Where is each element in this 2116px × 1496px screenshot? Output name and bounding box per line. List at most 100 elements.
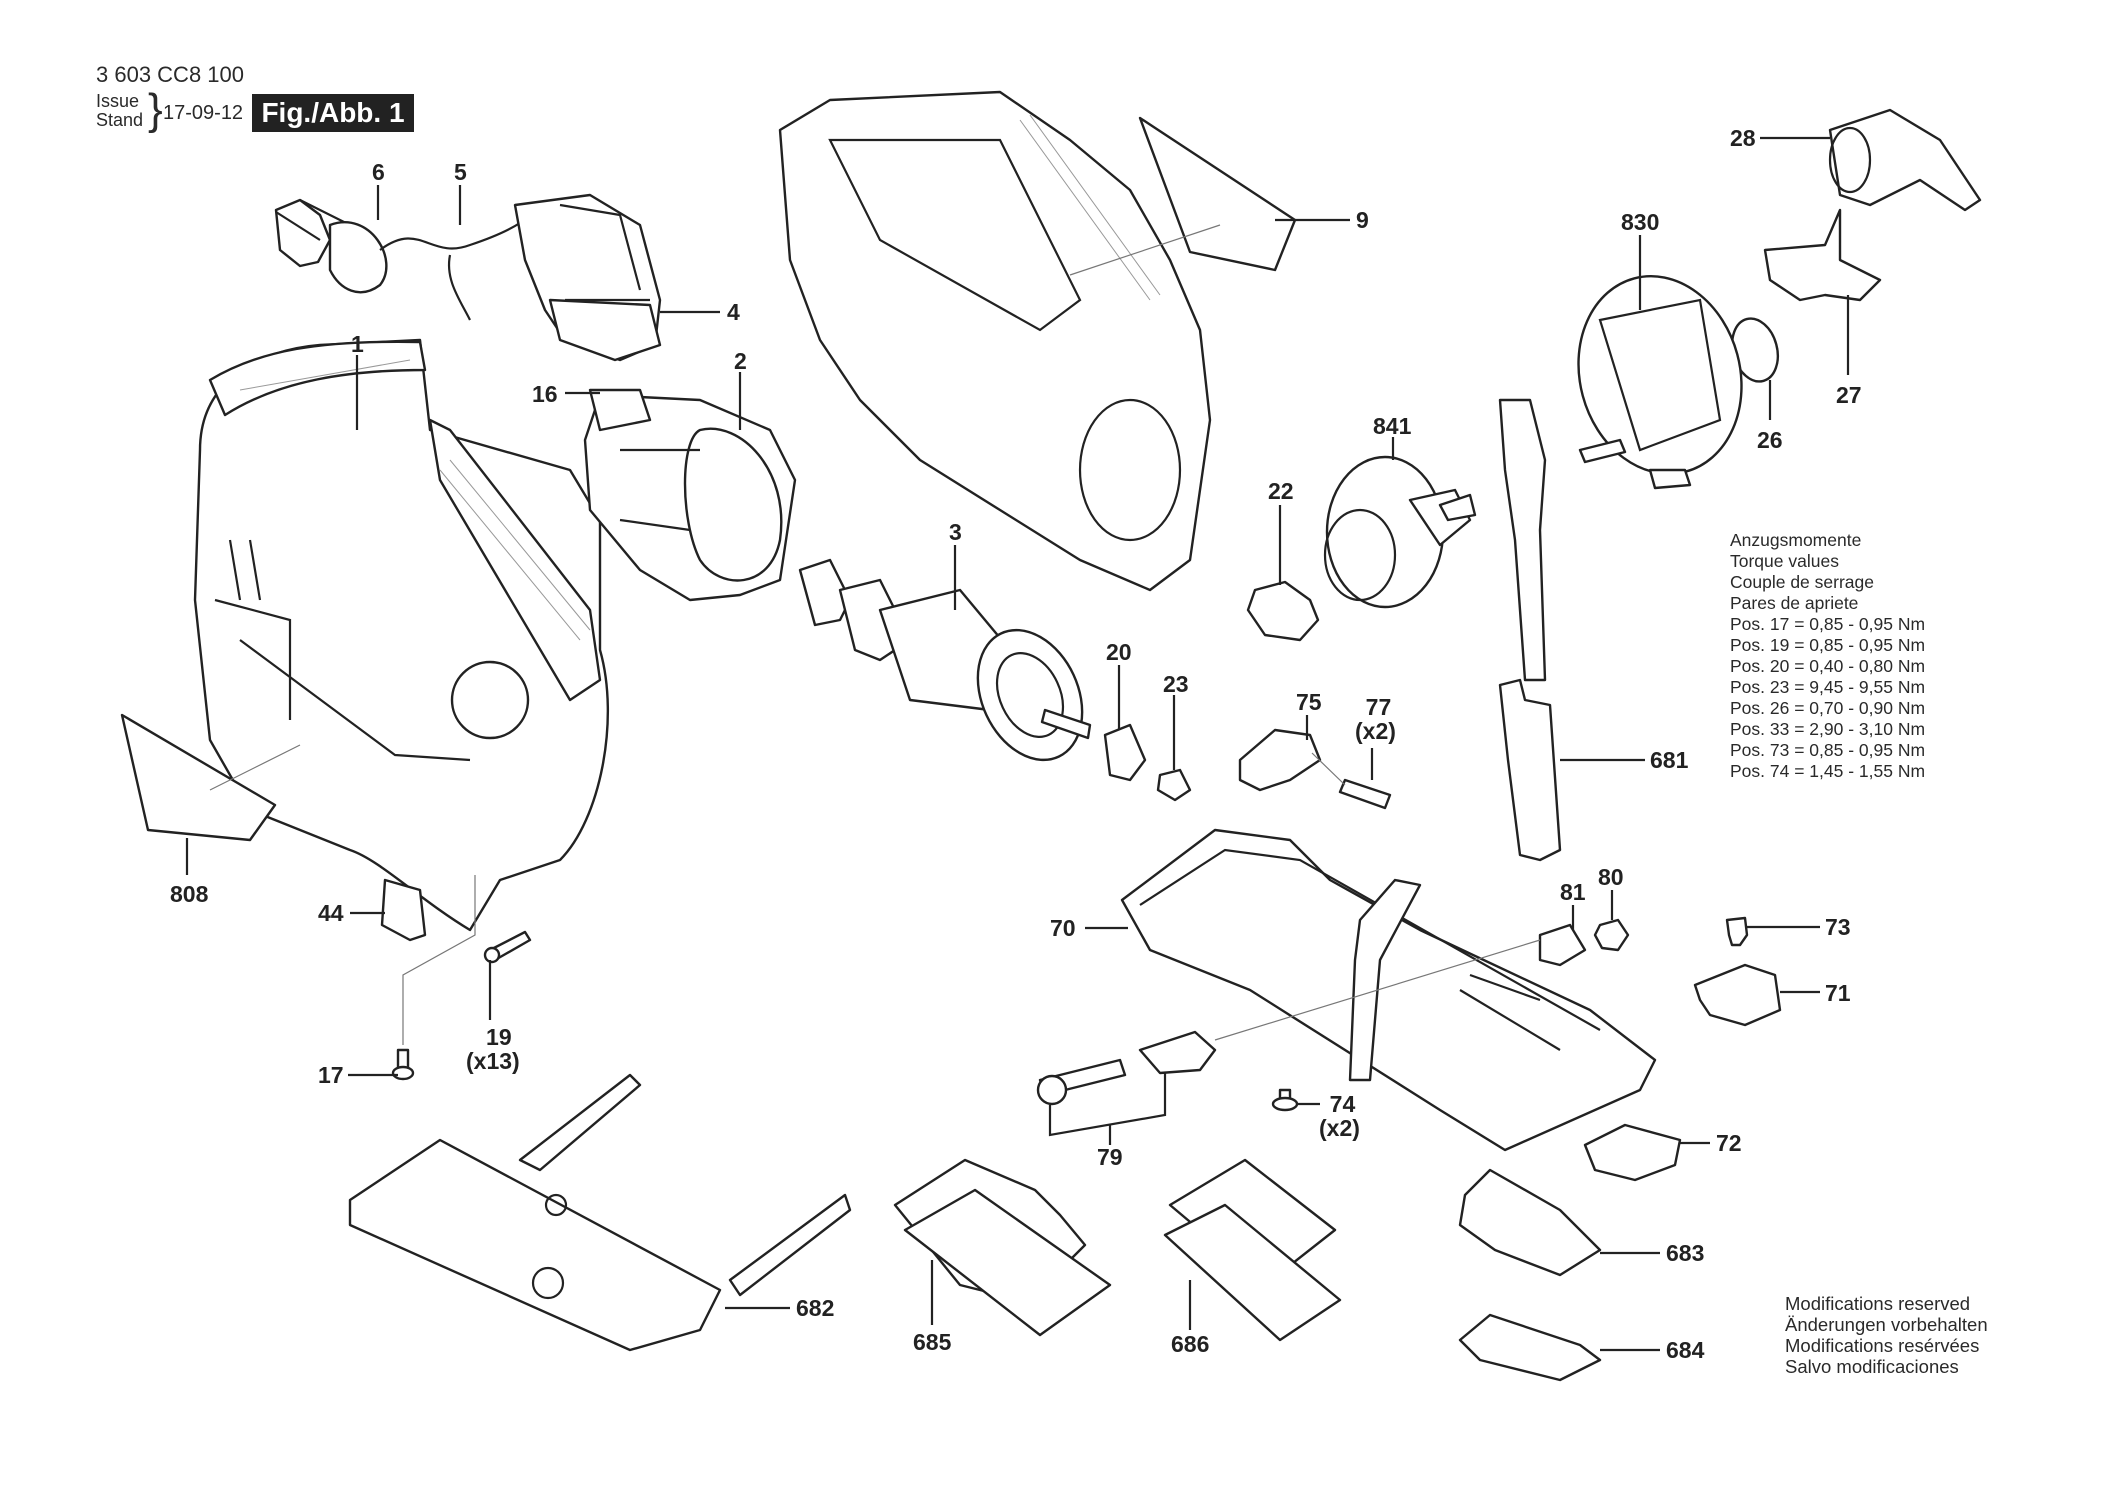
part-71-clamp[interactable] xyxy=(1693,963,1782,1027)
part-830-gear-housing[interactable] xyxy=(1557,258,1763,493)
label-70: 70 xyxy=(1050,915,1076,941)
label-682: 682 xyxy=(796,1295,835,1321)
part-switch[interactable] xyxy=(513,193,662,362)
label-9: 9 xyxy=(1356,207,1369,233)
label-2: 2 xyxy=(734,348,747,374)
modifications-en: Modifications reserved xyxy=(1785,1293,1971,1314)
label-23: 23 xyxy=(1163,671,1189,697)
label-808: 808 xyxy=(170,881,209,907)
part-20-pinion[interactable] xyxy=(1103,723,1147,782)
label-74-qty: (x2) xyxy=(1319,1115,1360,1141)
part-44-button[interactable] xyxy=(380,878,427,942)
stand-label: Stand xyxy=(96,110,144,130)
part-23-nut[interactable] xyxy=(1156,768,1192,802)
label-841: 841 xyxy=(1373,413,1412,439)
label-72: 72 xyxy=(1716,1130,1742,1156)
leader-lines xyxy=(185,136,1850,1352)
label-74-id: 74 xyxy=(1329,1091,1356,1117)
label-75: 75 xyxy=(1296,689,1322,715)
part-22-eccentric[interactable] xyxy=(1246,580,1320,642)
part-683-chip-deflector[interactable] xyxy=(1458,1168,1602,1277)
part-79-knob[interactable] xyxy=(1138,1030,1217,1075)
label-686: 686 xyxy=(1171,1331,1210,1357)
label-3: 3 xyxy=(949,519,962,545)
label-6: 6 xyxy=(372,159,385,185)
label-19-id: 19 xyxy=(486,1024,512,1050)
part-9-nameplate[interactable] xyxy=(1138,116,1297,272)
label-80: 80 xyxy=(1598,864,1624,890)
torque-row: Pos. 73 = 0,85 - 0,95 Nm xyxy=(1730,740,1926,760)
torque-row: Pos. 17 = 0,85 - 0,95 Nm xyxy=(1730,614,1926,634)
torque-title-en: Torque values xyxy=(1730,551,1839,571)
figure-badge: Fig./Abb. 1 xyxy=(252,94,414,132)
modifications-de: Änderungen vorbehalten xyxy=(1785,1314,1988,1335)
label-685: 685 xyxy=(913,1329,952,1355)
part-80-hex-nut[interactable] xyxy=(1593,918,1630,952)
part-77-pin[interactable] xyxy=(1338,778,1392,810)
part-808-label[interactable] xyxy=(120,713,277,842)
torque-row: Pos. 74 = 1,45 - 1,55 Nm xyxy=(1730,761,1926,781)
part-72-slide-shoe[interactable] xyxy=(1583,1123,1682,1182)
label-5: 5 xyxy=(454,159,467,185)
label-26: 26 xyxy=(1757,427,1783,453)
label-4: 4 xyxy=(727,299,740,325)
part-housing-right[interactable] xyxy=(778,90,1212,592)
label-17: 17 xyxy=(318,1062,344,1088)
part-681-blade-guard[interactable] xyxy=(1498,678,1562,862)
label-16: 16 xyxy=(532,381,558,407)
label-19: 19 (x13) xyxy=(466,1024,520,1073)
part-75-lever[interactable] xyxy=(1238,728,1322,792)
label-19-qty: (x13) xyxy=(466,1048,520,1074)
torque-values-table: Anzugsmomente Torque values Couple de se… xyxy=(1730,530,1925,782)
part-70-base-plate[interactable] xyxy=(1120,828,1657,1152)
part-blade-holder[interactable] xyxy=(1498,398,1547,682)
part-684-insert[interactable] xyxy=(1458,1313,1602,1382)
label-79: 79 xyxy=(1097,1144,1123,1170)
part-686-extraction-adapter[interactable] xyxy=(1163,1158,1342,1342)
label-81: 81 xyxy=(1560,879,1586,905)
torque-title-fr: Couple de serrage xyxy=(1730,572,1874,592)
part-841-gear-wheel[interactable] xyxy=(1323,455,1477,609)
torque-row: Pos. 33 = 2,90 - 3,10 Nm xyxy=(1730,719,1926,739)
label-681: 681 xyxy=(1650,747,1689,773)
part-stator[interactable] xyxy=(583,388,797,602)
part-cable-assembly[interactable] xyxy=(274,198,531,321)
label-77: 77 (x2) xyxy=(1355,694,1396,743)
label-683: 683 xyxy=(1666,1240,1705,1266)
torque-row: Pos. 23 = 9,45 - 9,55 Nm xyxy=(1730,677,1926,697)
part-housing-left[interactable] xyxy=(193,338,610,932)
label-77-id: 77 xyxy=(1365,694,1392,720)
part-685-splinter-guard[interactable] xyxy=(893,1158,1112,1337)
label-71: 71 xyxy=(1825,980,1851,1006)
label-28: 28 xyxy=(1730,125,1756,151)
issue-date: 17-09-12 xyxy=(163,102,244,124)
label-77-qty: (x2) xyxy=(1355,718,1396,744)
label-1: 1 xyxy=(351,331,364,357)
label-74: 74 (x2) xyxy=(1319,1091,1360,1140)
part-682-parallel-guide[interactable] xyxy=(348,1073,852,1352)
label-20: 20 xyxy=(1106,639,1132,665)
issue-label: Issue xyxy=(96,91,140,111)
label-684: 684 xyxy=(1666,1337,1705,1363)
label-73: 73 xyxy=(1825,914,1851,940)
torque-row: Pos. 20 = 0,40 - 0,80 Nm xyxy=(1730,656,1926,676)
label-44: 44 xyxy=(318,900,344,926)
label-27: 27 xyxy=(1836,382,1862,408)
part-armature[interactable] xyxy=(798,558,1102,777)
part-27-clip[interactable] xyxy=(1763,208,1882,302)
issue-label-block: Issue Stand xyxy=(96,92,143,130)
label-830: 830 xyxy=(1621,209,1660,235)
modifications-fr: Modifications resérvées xyxy=(1785,1335,1980,1356)
part-73-screw[interactable] xyxy=(1725,916,1749,947)
torque-title-es: Pares de apriete xyxy=(1730,593,1859,613)
modifications-note: Modifications reserved Änderungen vorbeh… xyxy=(1785,1293,1988,1377)
label-22: 22 xyxy=(1268,478,1294,504)
brace-icon: } xyxy=(148,85,163,134)
part-81-sleeve[interactable] xyxy=(1538,923,1587,967)
part-28-air-guide[interactable] xyxy=(1828,108,1982,212)
part-number: 3 603 CC8 100 xyxy=(96,62,244,87)
torque-row: Pos. 19 = 0,85 - 0,95 Nm xyxy=(1730,635,1926,655)
torque-row: Pos. 26 = 0,70 - 0,90 Nm xyxy=(1730,698,1926,718)
modifications-es: Salvo modificaciones xyxy=(1785,1356,1959,1377)
